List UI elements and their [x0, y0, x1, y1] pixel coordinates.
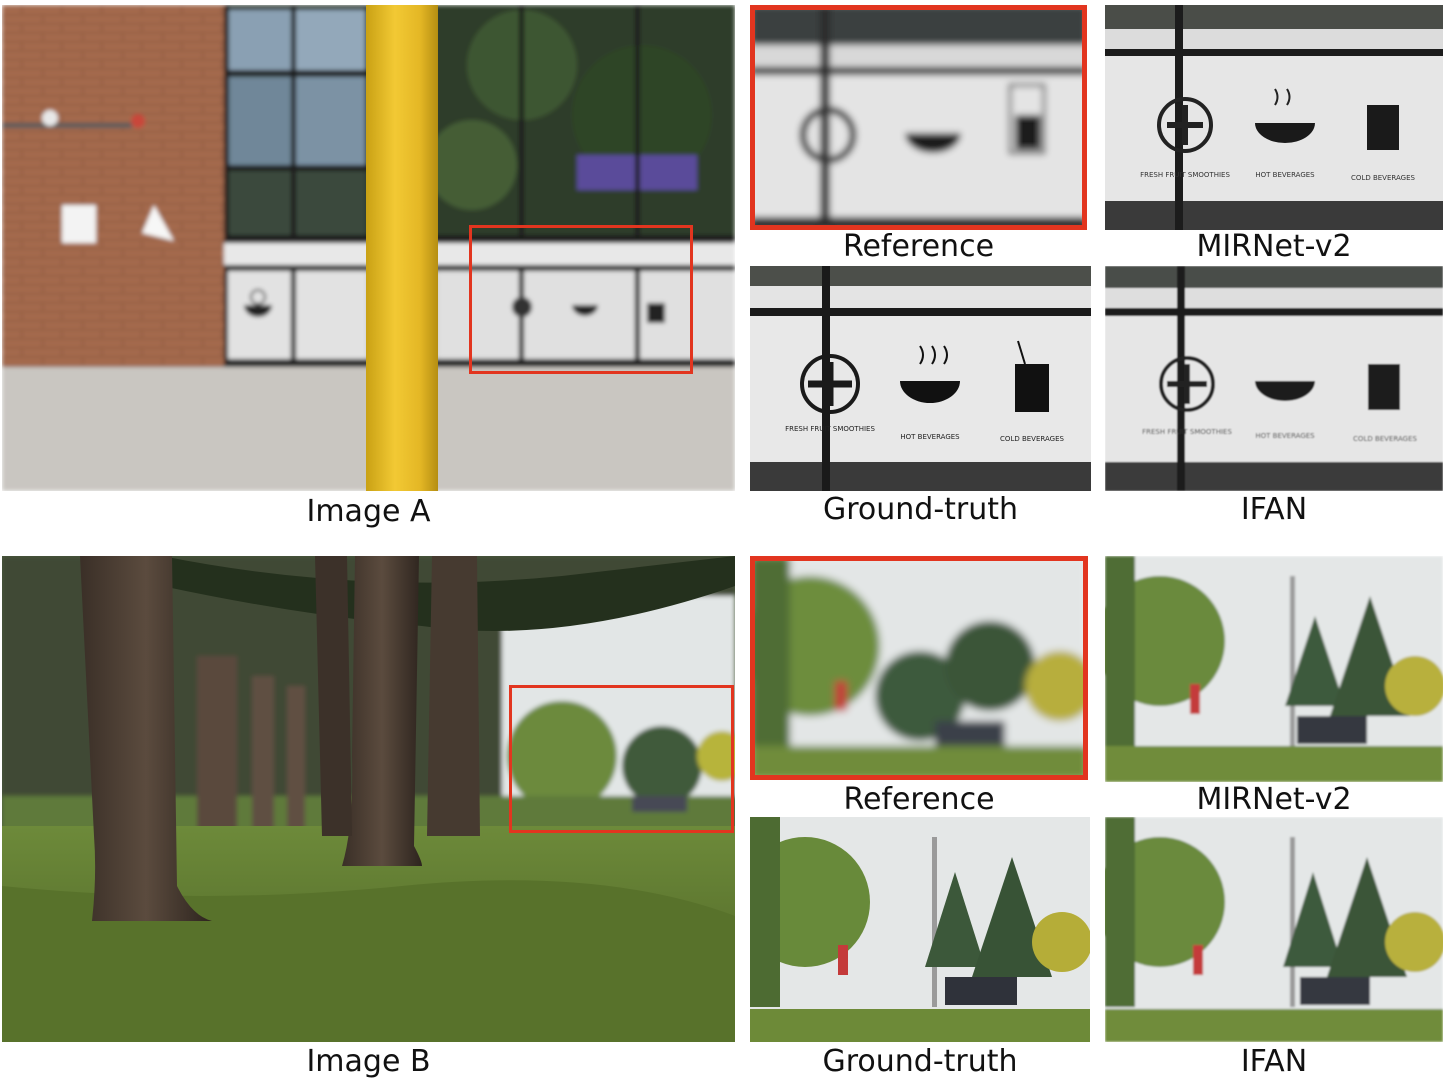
- image-b-ground-truth-caption: Ground-truth: [822, 1044, 1018, 1079]
- image-a-caption: Image A: [306, 494, 431, 529]
- svg-text:FRESH FRUIT SMOOTHIES: FRESH FRUIT SMOOTHIES: [1140, 171, 1230, 179]
- image-b-reference-caption: Reference: [843, 782, 995, 817]
- svg-text:FRESH FRUIT SMOOTHIES: FRESH FRUIT SMOOTHIES: [1142, 428, 1232, 436]
- image-a-ifan-caption: IFAN: [1240, 492, 1308, 527]
- image-a-ground-truth-crop: FRESH FRUIT SMOOTHIES HOT BEVERAGES COLD…: [750, 266, 1091, 491]
- image-a-reference-crop: [750, 5, 1087, 230]
- image-a-mirnet-crop: FRESH FRUIT SMOOTHIES HOT BEVERAGES COLD…: [1105, 5, 1443, 230]
- svg-text:COLD BEVERAGES: COLD BEVERAGES: [1353, 435, 1417, 443]
- image-b-ifan-caption: IFAN: [1240, 1044, 1308, 1079]
- svg-text:HOT BEVERAGES: HOT BEVERAGES: [1255, 432, 1315, 440]
- svg-text:COLD BEVERAGES: COLD BEVERAGES: [1351, 174, 1415, 182]
- svg-text:FRESH FRUIT SMOOTHIES: FRESH FRUIT SMOOTHIES: [785, 425, 875, 433]
- svg-text:HOT BEVERAGES: HOT BEVERAGES: [1255, 171, 1315, 179]
- image-b-panel: [2, 556, 735, 1042]
- image-b-ground-truth-crop: [750, 817, 1090, 1042]
- image-b-caption: Image B: [306, 1044, 431, 1079]
- image-a-mirnet-caption: MIRNet-v2: [1196, 229, 1352, 264]
- image-b-mirnet-caption: MIRNet-v2: [1196, 782, 1352, 817]
- image-a-panel: [2, 5, 735, 491]
- image-a-ground-truth-caption: Ground-truth: [822, 492, 1019, 527]
- svg-text:HOT BEVERAGES: HOT BEVERAGES: [900, 433, 960, 441]
- image-a-ifan-crop: FRESH FRUIT SMOOTHIES HOT BEVERAGES COLD…: [1105, 266, 1443, 491]
- image-b-mirnet-crop: [1105, 556, 1443, 782]
- svg-text:COLD BEVERAGES: COLD BEVERAGES: [1000, 435, 1064, 443]
- image-a-photo: [2, 5, 735, 491]
- image-b-photo: [2, 556, 735, 1042]
- image-b-ifan-crop: [1105, 817, 1443, 1042]
- image-a-reference-caption: Reference: [842, 229, 995, 264]
- image-b-reference-crop: [750, 556, 1088, 780]
